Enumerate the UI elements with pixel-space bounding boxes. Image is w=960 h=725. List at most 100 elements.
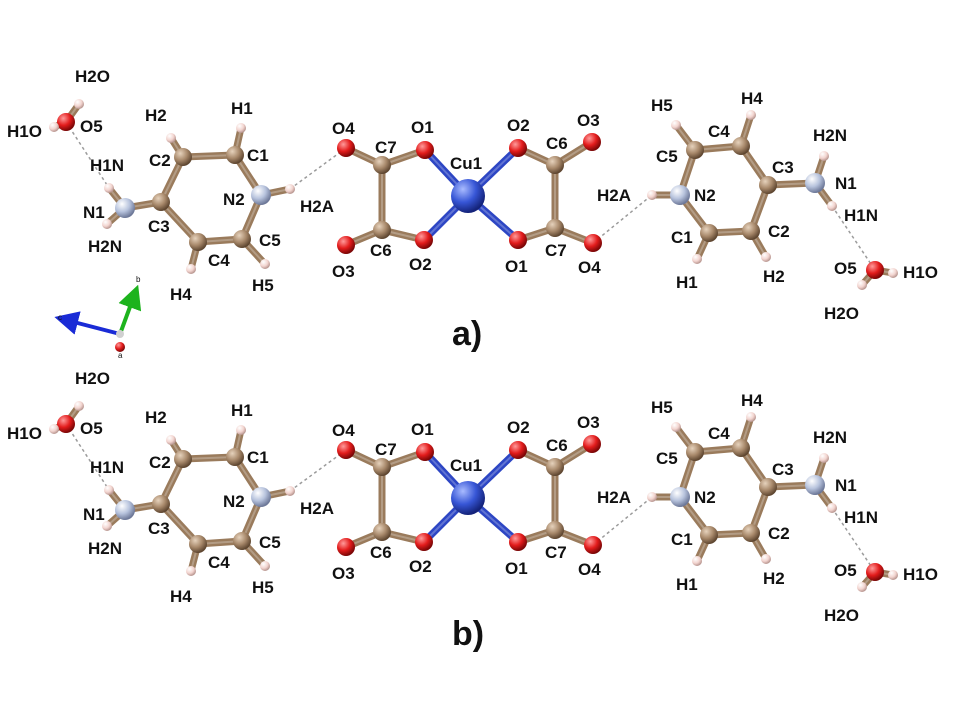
label-o3_r-b: O3 [577,413,600,432]
label-h2_r-a: H2 [763,267,785,286]
atom-c6l-a [373,221,391,239]
atom-h1l-a [236,123,246,133]
atom-h1nr-a [827,201,837,211]
atom-c7l-b [373,458,391,476]
label-c1_r-b: C1 [671,530,693,549]
label-h2n_l-a: H2N [88,237,122,256]
atom-o2l-a [415,231,433,249]
atom-c7l-a [373,156,391,174]
atom-n2l-b [251,487,271,507]
label-h1n_l-b: H1N [90,458,124,477]
label-h1_l-b: H1 [231,401,253,420]
label-c6_l-a: C6 [370,241,392,260]
atom-c4r-a [732,137,750,155]
label-h5_r-a: H5 [651,96,673,115]
atom-o5l-b [57,415,75,433]
atom-o1l-a [416,141,434,159]
atom-h2or-a [857,280,867,290]
label-c4_l-a: C4 [208,251,230,270]
label-h1_r-a: H1 [676,273,698,292]
atom-o4r-b [584,536,602,554]
label-o5_l-b: O5 [80,419,103,438]
label-h2a_r-a: H2A [597,186,631,205]
label-o2_l-a: O2 [409,255,432,274]
atom-c4l-b [189,535,207,553]
atom-c3l-a [152,193,170,211]
label-h2_l-a: H2 [145,106,167,125]
label-o3_l-a: O3 [332,262,355,281]
atom-o1r-a [509,231,527,249]
label-n1_r-b: N1 [835,476,857,495]
label-c6_r-b: C6 [546,436,568,455]
label-o5_l-a: O5 [80,117,103,136]
label-o1_l-a: O1 [411,118,434,137]
label-h2_r-b: H2 [763,569,785,588]
label-c5_l-a: C5 [259,231,281,250]
atom-cu-b [451,481,485,515]
label-h2o_r-a: H2O [824,304,859,323]
label-o5_r-b: O5 [834,561,857,580]
label-o1_r-b: O1 [505,559,528,578]
atom-cu-a [451,179,485,213]
atom-c2r-a [742,222,760,240]
label-c2_l-b: C2 [149,453,171,472]
label-h2n_r-b: H2N [813,428,847,447]
label-n2_r-a: N2 [694,186,716,205]
bond-shine-c4l-c3l-b [160,503,199,545]
label-h2a_r-b: H2A [597,488,631,507]
label-c5_l-b: C5 [259,533,281,552]
atom-o4r-a [584,234,602,252]
atom-c3r-a [759,176,777,194]
atom-h1r-b [692,556,702,566]
axis-a-marker [115,342,125,352]
label-c4_l-b: C4 [208,553,230,572]
label-cu1-b: Cu1 [450,456,482,475]
label-h5_l-b: H5 [252,578,274,597]
atom-h5r-a [671,120,681,130]
axis-triad: c b a [54,275,142,360]
label-o2_r-a: O2 [507,116,530,135]
atom-n2r-a [670,185,690,205]
atom-o1r-b [509,533,527,551]
atom-o5l-a [57,113,75,131]
atom-h1ol-a [49,122,59,132]
label-h2n_r-a: H2N [813,126,847,145]
label-n2_l-b: N2 [223,492,245,511]
hbond-h2al-o4l-b [289,449,347,492]
hydrogen-bonds [65,121,876,573]
atom-c3r-b [759,478,777,496]
atom-c3l-b [152,495,170,513]
atom-h4l-b [186,566,196,576]
atom-o2r-a [509,139,527,157]
label-h1n_r-a: H1N [844,206,878,225]
atom-h4r-b [746,412,756,422]
atom-h2nr-b [819,453,829,463]
atom-o4l-a [337,139,355,157]
atom-h2nl-a [102,219,112,229]
label-o2_l-b: O2 [409,557,432,576]
label-c4_r-a: C4 [708,122,730,141]
atom-n1l-a [115,198,135,218]
hbond-o5l-h1nl-b [65,423,110,491]
label-o4_r-a: O4 [578,258,601,277]
atom-o5r-b [866,563,884,581]
axis-b-label: b [136,275,141,284]
atom-o4l-b [337,441,355,459]
atom-o3l-b [337,538,355,556]
axis-a-label: a [118,351,123,360]
bond-c4l-c3l-b [157,500,202,548]
label-h1n_r-b: H1N [844,508,878,527]
atom-h5r-b [671,422,681,432]
atom-n1r-a [805,173,825,193]
label-h1o_l-b: H1O [7,424,42,443]
label-c1_l-b: C1 [247,448,269,467]
atom-h2ar-a [647,190,657,200]
atom-h2r-a [761,252,771,262]
atom-c2r-b [742,524,760,542]
atom-c5l-a [233,230,251,248]
atom-c6l-b [373,523,391,541]
atom-n2r-b [670,487,690,507]
label-o4_l-b: O4 [332,421,355,440]
